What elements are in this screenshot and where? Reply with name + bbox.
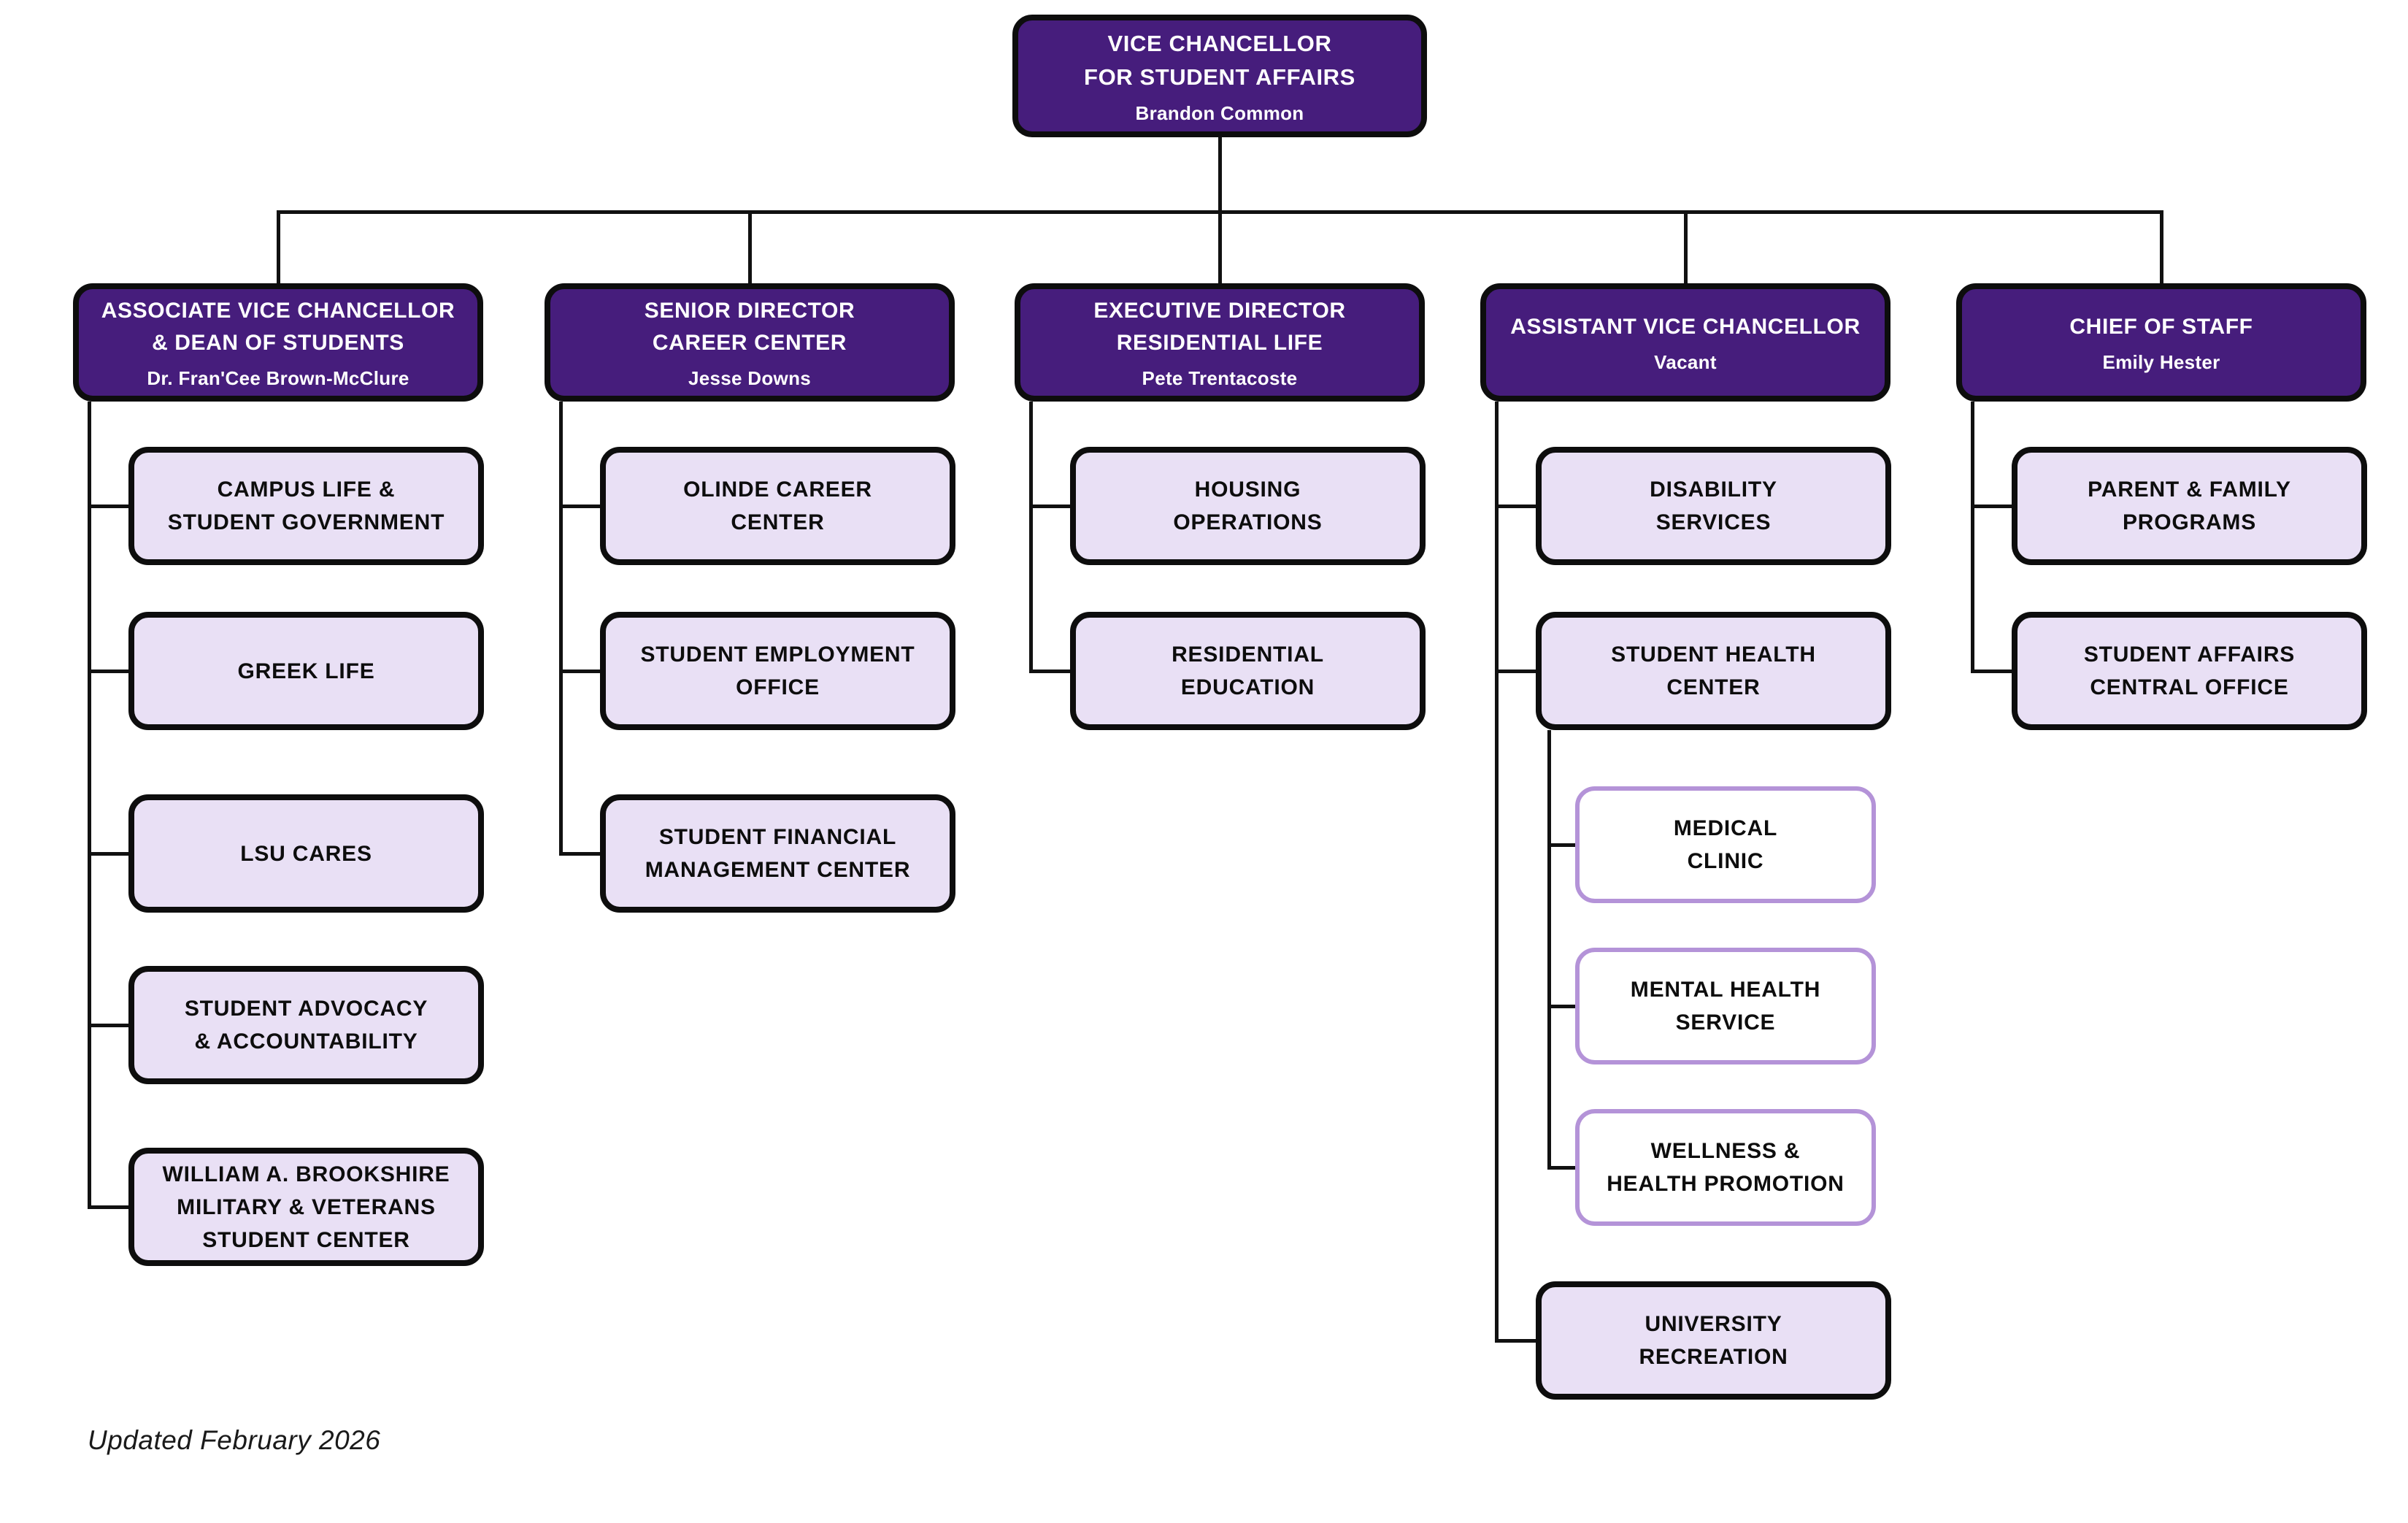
department-label: DISABILITY SERVICES <box>1650 477 1777 534</box>
org-root-person-name: Brandon Common <box>1135 101 1304 124</box>
department-label: GREEK LIFE <box>237 659 375 683</box>
department-box: WILLIAM A. BROOKSHIRE MILITARY & VETERAN… <box>128 1148 484 1266</box>
department-box: GREEK LIFE <box>128 612 484 730</box>
connector-line <box>1970 504 2014 508</box>
branch-title: SENIOR DIRECTOR CAREER CENTER <box>644 298 855 355</box>
branch-person-name: Pete Trentacoste <box>1142 367 1298 389</box>
branch-person-name: Emily Hester <box>2102 350 2220 373</box>
connector-line <box>1547 843 1577 847</box>
sub-department-box: MENTAL HEALTH SERVICE <box>1575 948 1876 1064</box>
department-label: PARENT & FAMILY PROGRAMS <box>2088 477 2291 534</box>
connector-line <box>87 1023 131 1027</box>
connector-line <box>747 212 752 285</box>
branch-person-name: Dr. Fran'Cee Brown-McClure <box>147 367 409 389</box>
department-box: STUDENT EMPLOYMENT OFFICE <box>600 612 955 730</box>
sub-department-box: MEDICAL CLINIC <box>1575 786 1876 903</box>
connector-line <box>87 851 131 856</box>
connector-line <box>1683 212 1688 285</box>
connector-line <box>1218 212 1222 285</box>
branch-title: ASSISTANT VICE CHANCELLOR <box>1510 314 1861 339</box>
connector-line <box>1970 669 2014 673</box>
connector-line <box>1547 1004 1577 1008</box>
department-label: STUDENT AFFAIRS CENTRAL OFFICE <box>2083 642 2296 699</box>
updated-note: Updated February 2026 <box>88 1425 381 1455</box>
connector-line <box>558 504 602 508</box>
department-label: RESIDENTIAL EDUCATION <box>1172 642 1324 699</box>
department-box: STUDENT AFFAIRS CENTRAL OFFICE <box>2012 612 2367 730</box>
branch-person-name: Jesse Downs <box>688 367 812 389</box>
connector-line <box>558 402 563 856</box>
department-box: OLINDE CAREER CENTER <box>600 447 955 565</box>
connector-line <box>1028 402 1033 673</box>
connector-line <box>1494 1338 1538 1343</box>
connector-line <box>1494 402 1499 1343</box>
department-box: RESIDENTIAL EDUCATION <box>1070 612 1426 730</box>
department-label: HOUSING OPERATIONS <box>1173 477 1323 534</box>
branch-header-box: ASSISTANT VICE CHANCELLOR Vacant <box>1480 283 1890 402</box>
department-label: CAMPUS LIFE & STUDENT GOVERNMENT <box>167 477 445 534</box>
sub-department-label: MEDICAL CLINIC <box>1673 816 1778 873</box>
connector-line <box>1494 669 1538 673</box>
connector-line <box>1970 402 1974 673</box>
department-label: STUDENT FINANCIAL MANAGEMENT CENTER <box>645 825 911 882</box>
department-box: DISABILITY SERVICES <box>1536 447 1891 565</box>
connector-line <box>2159 212 2163 285</box>
department-box: LSU CARES <box>128 794 484 913</box>
connector-line <box>87 402 91 1209</box>
connector-line <box>1547 1165 1577 1170</box>
connector-line <box>1028 504 1072 508</box>
department-box: CAMPUS LIFE & STUDENT GOVERNMENT <box>128 447 484 565</box>
connector-line <box>1494 504 1538 508</box>
connector-line <box>276 212 280 285</box>
sub-department-box: WELLNESS & HEALTH PROMOTION <box>1575 1109 1876 1226</box>
department-box: UNIVERSITY RECREATION <box>1536 1281 1891 1400</box>
department-label: STUDENT HEALTH CENTER <box>1611 642 1816 699</box>
branch-header-box: SENIOR DIRECTOR CAREER CENTER Jesse Downs <box>545 283 955 402</box>
connector-line <box>558 669 602 673</box>
connector-line <box>1028 669 1072 673</box>
branch-title: ASSOCIATE VICE CHANCELLOR & DEAN OF STUD… <box>101 298 455 355</box>
branch-title: EXECUTIVE DIRECTOR RESIDENTIAL LIFE <box>1093 298 1346 355</box>
branch-header-box: CHIEF OF STAFF Emily Hester <box>1956 283 2366 402</box>
department-label: UNIVERSITY RECREATION <box>1639 1312 1788 1369</box>
branch-title: CHIEF OF STAFF <box>2069 314 2253 339</box>
department-label: STUDENT ADVOCACY & ACCOUNTABILITY <box>184 997 428 1054</box>
department-box: STUDENT ADVOCACY & ACCOUNTABILITY <box>128 966 484 1084</box>
connector-line <box>87 504 131 508</box>
department-label: WILLIAM A. BROOKSHIRE MILITARY & VETERAN… <box>162 1162 450 1252</box>
org-root-box: VICE CHANCELLOR FOR STUDENT AFFAIRS Brand… <box>1012 15 1427 137</box>
department-box: HOUSING OPERATIONS <box>1070 447 1426 565</box>
branch-person-name: Vacant <box>1654 350 1717 373</box>
connector-line <box>1218 137 1222 214</box>
connector-line <box>87 669 131 673</box>
department-box: PARENT & FAMILY PROGRAMS <box>2012 447 2367 565</box>
connector-line <box>1547 730 1551 1170</box>
department-label: LSU CARES <box>240 841 372 866</box>
sub-department-label: MENTAL HEALTH SERVICE <box>1630 978 1821 1035</box>
org-root-title: VICE CHANCELLOR FOR STUDENT AFFAIRS <box>1084 30 1355 90</box>
department-label: STUDENT EMPLOYMENT OFFICE <box>640 642 915 699</box>
connector-line <box>558 851 602 856</box>
branch-header-box: ASSOCIATE VICE CHANCELLOR & DEAN OF STUD… <box>73 283 483 402</box>
department-box: STUDENT FINANCIAL MANAGEMENT CENTER <box>600 794 955 913</box>
branch-header-box: EXECUTIVE DIRECTOR RESIDENTIAL LIFE Pete … <box>1015 283 1425 402</box>
sub-department-label: WELLNESS & HEALTH PROMOTION <box>1607 1139 1845 1196</box>
connector-line <box>87 1205 131 1209</box>
department-box: STUDENT HEALTH CENTER <box>1536 612 1891 730</box>
department-label: OLINDE CAREER CENTER <box>683 477 872 534</box>
